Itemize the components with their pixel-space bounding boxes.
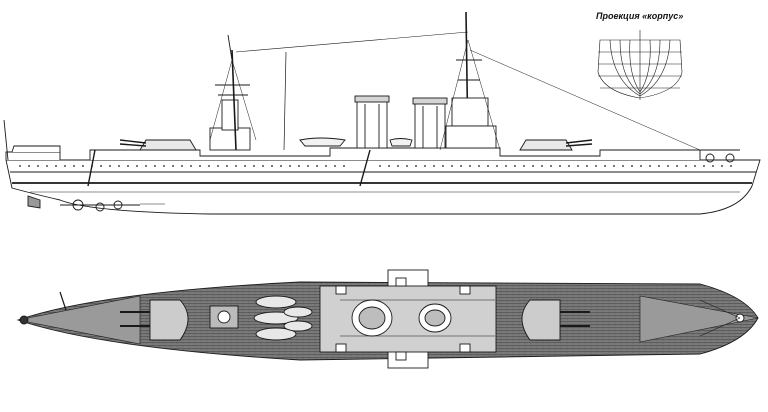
- porthole: [64, 165, 66, 167]
- porthole: [532, 165, 534, 167]
- porthole: [190, 165, 192, 167]
- porthole: [640, 165, 642, 167]
- porthole: [577, 165, 579, 167]
- porthole: [253, 165, 255, 167]
- aerial-wire: [235, 31, 469, 53]
- porthole: [109, 165, 111, 167]
- porthole: [163, 165, 165, 167]
- side-turret-aft: [519, 139, 573, 151]
- porthole: [613, 165, 615, 167]
- top-plan: [16, 269, 759, 369]
- porthole: [73, 165, 75, 167]
- porthole: [505, 165, 507, 167]
- side-elevation: [3, 11, 761, 215]
- porthole: [676, 165, 678, 167]
- porthole: [631, 165, 633, 167]
- porthole: [226, 165, 228, 167]
- porthole: [325, 165, 327, 167]
- porthole: [406, 165, 408, 167]
- porthole: [379, 165, 381, 167]
- porthole: [118, 165, 120, 167]
- porthole: [442, 165, 444, 167]
- porthole: [316, 165, 318, 167]
- plan-funnels: [351, 299, 452, 337]
- porthole: [694, 165, 696, 167]
- porthole: [235, 165, 237, 167]
- porthole: [604, 165, 606, 167]
- porthole: [550, 165, 552, 167]
- porthole: [424, 165, 426, 167]
- porthole: [523, 165, 525, 167]
- propellers: [27, 195, 41, 209]
- porthole: [82, 165, 84, 167]
- porthole: [244, 165, 246, 167]
- porthole: [145, 165, 147, 167]
- porthole: [37, 165, 39, 167]
- porthole: [469, 165, 471, 167]
- porthole: [568, 165, 570, 167]
- porthole: [730, 165, 732, 167]
- porthole: [496, 165, 498, 167]
- porthole: [721, 165, 723, 167]
- plan-turret-forward: [149, 299, 189, 341]
- porthole: [397, 165, 399, 167]
- portholes: [19, 165, 732, 167]
- porthole: [658, 165, 660, 167]
- porthole: [586, 165, 588, 167]
- porthole: [433, 165, 435, 167]
- boats: [253, 295, 313, 341]
- foremast: [231, 49, 237, 151]
- porthole: [343, 165, 345, 167]
- porthole: [478, 165, 480, 167]
- funnel-aft: [414, 101, 446, 149]
- porthole: [127, 165, 129, 167]
- porthole: [451, 165, 453, 167]
- secondary-guns: [335, 277, 471, 361]
- porthole: [154, 165, 156, 167]
- porthole: [595, 165, 597, 167]
- funnel-forward: [356, 99, 388, 149]
- porthole: [55, 165, 57, 167]
- porthole: [298, 165, 300, 167]
- porthole: [280, 165, 282, 167]
- body-plan-caption: Проекция «корпус»: [596, 11, 684, 21]
- porthole: [460, 165, 462, 167]
- porthole: [199, 165, 201, 167]
- porthole: [289, 165, 291, 167]
- porthole: [208, 165, 210, 167]
- porthole: [136, 165, 138, 167]
- porthole: [514, 165, 516, 167]
- body-plan: [597, 30, 683, 100]
- porthole: [46, 165, 48, 167]
- porthole: [685, 165, 687, 167]
- porthole: [388, 165, 390, 167]
- porthole: [649, 165, 651, 167]
- side-turret-forward: [139, 139, 197, 151]
- porthole: [622, 165, 624, 167]
- porthole: [541, 165, 543, 167]
- porthole: [28, 165, 30, 167]
- porthole: [271, 165, 273, 167]
- porthole: [703, 165, 705, 167]
- porthole: [559, 165, 561, 167]
- porthole: [712, 165, 714, 167]
- porthole: [181, 165, 183, 167]
- porthole: [172, 165, 174, 167]
- porthole: [667, 165, 669, 167]
- side-hull: [5, 159, 761, 215]
- porthole: [334, 165, 336, 167]
- porthole: [19, 165, 21, 167]
- porthole: [487, 165, 489, 167]
- plan-turret-aft: [521, 299, 561, 341]
- porthole: [217, 165, 219, 167]
- porthole: [415, 165, 417, 167]
- porthole: [100, 165, 102, 167]
- porthole: [262, 165, 264, 167]
- porthole: [307, 165, 309, 167]
